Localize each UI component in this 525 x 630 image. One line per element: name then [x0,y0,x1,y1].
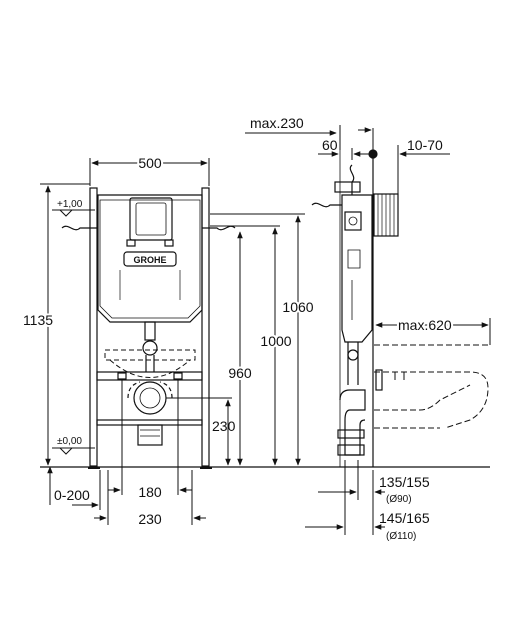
supply-pipe-side [311,202,342,208]
bowl-outline-front [104,349,196,378]
dim-960-label: 960 [228,365,252,381]
dim-max-620 [375,318,491,345]
dim-1000 [210,225,280,466]
water-supply-right [202,225,236,231]
cistern-side [341,194,373,343]
bowl-outline-side [374,344,490,429]
frame-legs [88,187,212,469]
dim-1135 [40,183,90,466]
dim-500-label: 500 [138,155,162,171]
dim-60 [318,148,372,160]
supply-pipe-top [349,164,355,195]
dim-max-230 [245,125,341,150]
dim-180-label: 180 [138,484,162,500]
mounting-bolts [117,372,183,380]
level-zero-label: ±0,00 [57,436,82,447]
dim-145-165 [305,460,385,535]
flush-pipe-side [347,342,359,385]
dim-1060 [210,213,305,466]
dim-10-70 [358,127,450,194]
side-view [311,149,490,467]
dim-135-155 [318,460,385,535]
level-plus-label: +1,00 [57,199,83,210]
flush-pipe [142,321,158,372]
dim-145-165-label: 145/165 [379,510,430,526]
dim-135-155-label: 135/155 [379,474,430,490]
seat-bolt [375,369,383,391]
grohe-logo: GROHE [123,251,177,267]
water-supply-left [61,225,98,231]
level-markers [52,209,95,455]
waste-bend [339,389,366,456]
grohe-logo-text: GROHE [133,255,166,265]
dim-230-horizontal-label: 230 [138,511,162,527]
dim-0-200-label: 0-200 [54,487,90,503]
waste-outlet [127,381,173,446]
dim-1060-label: 1060 [282,299,313,315]
dim-60-label: 60 [322,137,338,153]
wall-bracket [373,193,399,237]
front-view: GROHE [61,187,236,469]
dim-230-horizontal [94,470,206,525]
dim-1000-label: 1000 [260,333,291,349]
dim-180 [108,380,192,495]
dim-10-70-label: 10-70 [407,137,443,153]
dim-230-vertical-label: 230 [212,418,236,434]
dim-diam-110-label: (Ø110) [386,531,416,542]
dim-500 [89,158,210,186]
dim-1135-label: 1135 [23,312,53,328]
dim-diam-90-label: (Ø90) [386,494,412,505]
dim-0-200 [47,466,101,510]
dim-max-230-label: max.230 [250,115,304,131]
dim-max-620-label: max.620 [398,317,452,333]
flush-plate [126,197,174,247]
cistern [97,194,203,323]
valve-box [344,211,362,231]
dim-230-vertical [166,397,232,466]
